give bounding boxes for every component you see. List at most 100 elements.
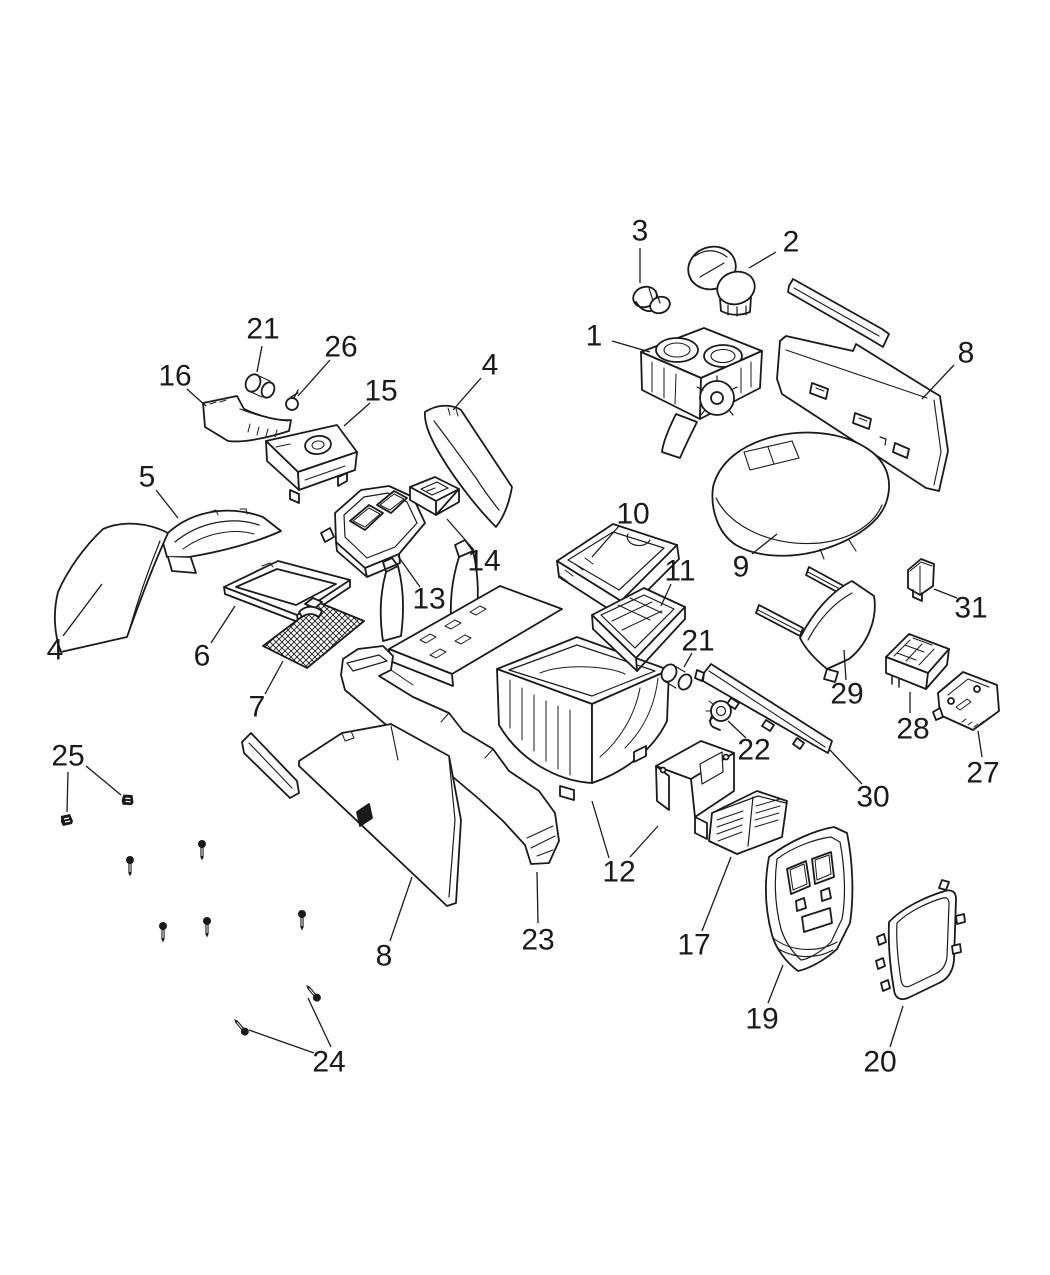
line-art-detail: [801, 907, 833, 933]
line-art-detail: [677, 673, 693, 691]
line-art-detail: [815, 387, 868, 422]
line-art-detail: [973, 685, 981, 693]
line-art-detail: [539, 666, 626, 675]
line-art-detail: [298, 723, 462, 907]
part-trim-frame: [223, 560, 351, 623]
leader-line-21: [256, 345, 263, 373]
callout-label-20: 20: [863, 1046, 896, 1079]
callout-label-17: 17: [677, 929, 710, 962]
part-socket-bulb-upper: [244, 373, 276, 399]
part-armrest-lid: [711, 431, 890, 560]
line-art-detail: [726, 697, 805, 750]
screw: [126, 856, 134, 877]
part-floor-duct: [340, 645, 560, 865]
callout-label-30: 30: [856, 781, 889, 814]
screw: [203, 917, 211, 938]
line-art-detail: [716, 270, 756, 306]
screw: [159, 922, 167, 943]
line-art-detail: [341, 730, 355, 742]
line-art-detail: [559, 745, 647, 801]
leader-line-15: [343, 402, 371, 427]
line-art-detail: [526, 825, 556, 857]
part-shift-plate: [320, 485, 426, 578]
line-art-detail: [793, 287, 880, 337]
part-side-trim-right: [424, 404, 513, 528]
line-art-detail: [508, 644, 656, 697]
callout-label-15: 15: [364, 375, 397, 408]
line-art-detail: [947, 678, 990, 696]
line-art-detail: [893, 637, 935, 666]
line-art-detail: [696, 375, 738, 416]
callout-label-3: 3: [632, 215, 649, 248]
line-art-detail: [823, 668, 839, 683]
part-upper-trim-strip: [787, 278, 890, 348]
callout-label-24: 24: [312, 1046, 345, 1079]
line-art-detail: [719, 296, 752, 316]
line-art-detail: [559, 557, 594, 583]
part-power-outlet: [632, 285, 671, 315]
leader-line-31: [933, 588, 958, 599]
line-art-detail: [346, 654, 388, 672]
leader-line-25: [66, 771, 69, 813]
callout-label-14: 14: [467, 545, 500, 578]
leader-line-17: [701, 856, 732, 932]
line-art-detail: [747, 796, 754, 847]
leader-line-2: [748, 251, 777, 269]
line-art-detail: [239, 408, 289, 422]
part-cupholder-assembly: [640, 327, 763, 459]
callout-label-11: 11: [664, 555, 695, 588]
line-art-detail: [262, 602, 365, 669]
leader-line-24: [307, 997, 332, 1048]
line-art-detail: [708, 670, 826, 748]
line-art-detail: [891, 675, 900, 688]
part-retaining-screw: [285, 389, 299, 411]
callout-label-21: 21: [681, 625, 714, 658]
part-shifter-bezel: [265, 424, 358, 504]
part-ashtray-cup: [687, 245, 756, 317]
line-art-detail: [626, 533, 651, 547]
line-art-detail: [715, 705, 727, 717]
line-art-detail: [161, 509, 282, 558]
leader-line-24: [248, 1029, 315, 1054]
leader-line-14: [446, 518, 475, 551]
part-rear-bezel: [764, 826, 854, 972]
line-art-detail: [260, 381, 276, 399]
part-module: [885, 633, 950, 690]
part-switch: [907, 558, 935, 602]
line-art-detail: [933, 399, 942, 486]
leader-line-26: [297, 359, 331, 397]
line-art-detail: [809, 382, 910, 459]
line-art-detail: [807, 592, 853, 641]
screw: [303, 982, 323, 1004]
line-art-detail: [182, 531, 255, 550]
leader-line-10: [591, 525, 620, 558]
line-art-detail: [379, 565, 404, 642]
callout-label-19: 19: [745, 1003, 778, 1036]
line-art-detail: [209, 399, 227, 405]
part-console-side-panel: [298, 723, 462, 907]
callout-label-4: 4: [482, 349, 499, 382]
part-rear-closeout-panel: [776, 335, 949, 492]
line-art-detail: [694, 250, 728, 278]
line-art-detail: [785, 349, 928, 399]
callouts-layer: 1234456788910111213141516171920212122232…: [47, 215, 1000, 1079]
line-art-detail: [454, 539, 474, 558]
leader-line-4: [452, 377, 482, 411]
screw: [298, 910, 306, 931]
leader-line-30: [829, 749, 863, 785]
leader-line-19: [767, 964, 784, 1004]
line-art-detail: [600, 594, 675, 649]
line-art-detail: [909, 561, 933, 572]
line-art-detail: [879, 436, 887, 446]
line-art-detail: [356, 803, 373, 827]
screw: [231, 1016, 251, 1038]
line-art-detail: [799, 580, 876, 670]
line-art-detail: [343, 492, 418, 559]
line-art-detail: [814, 854, 832, 881]
line-art-detail: [128, 540, 161, 632]
line-art-detail: [789, 863, 808, 891]
line-art-detail: [509, 679, 571, 776]
part-mounting-rail: [694, 663, 833, 754]
callout-label-25: 25: [51, 740, 84, 773]
line-art-detail: [636, 606, 686, 672]
